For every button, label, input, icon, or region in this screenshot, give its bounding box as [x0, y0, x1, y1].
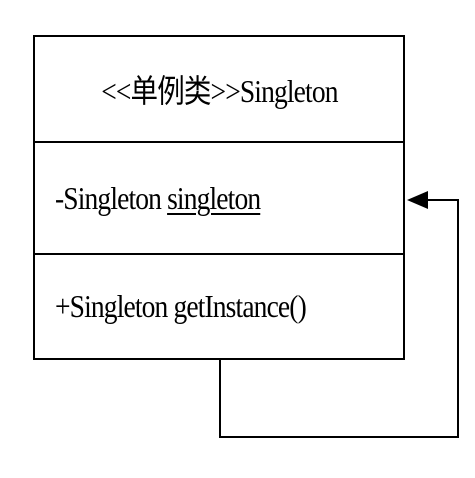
singleton-class-box: <<单例类>>Singleton -Singleton singleton +S… — [33, 35, 405, 360]
attribute-type: Singleton — [63, 179, 162, 216]
arrowhead-icon — [407, 191, 428, 209]
attribute-name: singleton — [167, 179, 261, 216]
operations-compartment: +Singleton getInstance() — [35, 255, 403, 358]
attribute-row: -Singleton singleton — [55, 179, 261, 217]
attribute-visibility: - — [55, 179, 64, 216]
class-name-compartment: <<单例类>>Singleton — [35, 37, 403, 143]
class-name: <<单例类>>Singleton — [100, 73, 338, 109]
attributes-compartment: -Singleton singleton — [35, 143, 403, 255]
operation-signature: +Singleton getInstance() — [55, 288, 307, 324]
